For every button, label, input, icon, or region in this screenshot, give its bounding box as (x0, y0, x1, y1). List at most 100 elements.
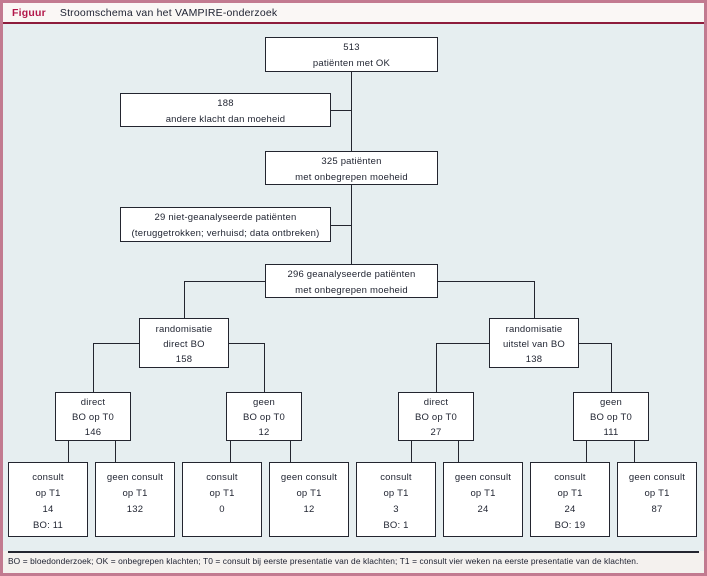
flow-node-randomisation-uitstel-bo: randomisatie uitstel van BO 138 (489, 318, 579, 368)
node-line: 111 (603, 427, 619, 438)
node-line: 325 patiënten (321, 156, 382, 167)
figure-title: Stroomschema van het VAMPIRE-onderzoek (59, 6, 278, 19)
node-line: met onbegrepen moeheid (295, 172, 408, 183)
node-line: 296 geanalyseerde patiënten (287, 269, 416, 280)
node-line: 27 (430, 427, 442, 438)
node-line: 188 (217, 98, 234, 109)
connector-line (230, 441, 231, 462)
node-line: 132 (126, 504, 144, 515)
flow-node-consult-t1-24: consult op T1 24 BO: 19 (530, 462, 610, 537)
connector-line (438, 281, 535, 282)
node-line: 87 (651, 504, 663, 515)
node-line: 3 (393, 504, 399, 515)
node-line: BO: 11 (32, 520, 64, 531)
node-line: 14 (42, 504, 54, 515)
node-line: op T1 (209, 488, 235, 499)
figure-footnote: BO = bloedonderzoek; OK = onbegrepen kla… (8, 556, 639, 566)
connector-line (115, 441, 116, 462)
connector-line (351, 72, 352, 151)
connector-line (331, 110, 352, 111)
node-line: op T1 (644, 488, 670, 499)
flow-node-consult-t1-0: consult op T1 0 (182, 462, 262, 537)
connector-line (290, 441, 291, 462)
node-line: BO op T0 (71, 412, 115, 423)
node-line: geen consult (628, 472, 686, 483)
connector-line (264, 343, 265, 392)
node-line: op T1 (122, 488, 148, 499)
connector-line (331, 225, 352, 226)
node-line: 146 (84, 427, 102, 438)
node-line: BO op T0 (589, 412, 633, 423)
flow-node-geen-consult-t1-12: geen consult op T1 12 (269, 462, 349, 537)
flow-node-geen-bo-t0-12: geen BO op T0 12 (226, 392, 302, 441)
node-line: 24 (477, 504, 489, 515)
node-line: op T1 (470, 488, 496, 499)
node-line: patiënten met OK (312, 58, 391, 69)
footnote-divider (8, 551, 699, 553)
node-line: randomisatie (155, 324, 213, 335)
flow-node-geen-consult-t1-132: geen consult op T1 132 (95, 462, 175, 537)
flow-node-other-complaint: 188 andere klacht dan moeheid (120, 93, 331, 127)
connector-line (93, 343, 139, 344)
flow-node-geen-consult-t1-24: geen consult op T1 24 (443, 462, 523, 537)
flow-node-direct-bo-t0-27: direct BO op T0 27 (398, 392, 474, 441)
connector-line (93, 343, 94, 392)
node-line: consult (380, 472, 412, 483)
node-line: geen consult (106, 472, 164, 483)
connector-line (184, 281, 185, 318)
connector-line (579, 343, 612, 344)
node-line: direct BO (163, 339, 205, 350)
node-line: 29 niet-geanalyseerde patiënten (154, 212, 297, 223)
flow-node-direct-bo-t0-146: direct BO op T0 146 (55, 392, 131, 441)
flow-node-consult-t1-3: consult op T1 3 BO: 1 (356, 462, 436, 537)
connector-line (351, 185, 352, 264)
node-line: BO op T0 (414, 412, 458, 423)
node-line: op T1 (557, 488, 583, 499)
flow-node-analysed-296: 296 geanalyseerde patiënten met onbegrep… (265, 264, 438, 298)
connector-line (229, 343, 265, 344)
flow-node-patients-ok: 513 patiënten met OK (265, 37, 438, 72)
node-line: 24 (564, 504, 576, 515)
flowchart-canvas: 513 patiënten met OK 188 andere klacht d… (3, 24, 704, 551)
figure-titlebar: Figuur Stroomschema van het VAMPIRE-onde… (3, 3, 704, 24)
node-line: andere klacht dan moeheid (165, 114, 286, 125)
node-line: BO: 19 (554, 520, 586, 531)
connector-line (184, 281, 265, 282)
connector-line (436, 343, 489, 344)
node-line: BO op T0 (242, 412, 286, 423)
node-line: consult (206, 472, 238, 483)
node-line: BO: 1 (383, 520, 409, 531)
node-line: geen consult (454, 472, 512, 483)
node-line: geen (600, 397, 622, 408)
figure-footnote-bar: BO = bloedonderzoek; OK = onbegrepen kla… (3, 551, 704, 573)
flow-node-geen-bo-t0-111: geen BO op T0 111 (573, 392, 649, 441)
connector-line (634, 441, 635, 462)
node-line: randomisatie (505, 324, 563, 335)
node-line: geen (253, 397, 275, 408)
node-line: 12 (303, 504, 315, 515)
node-line: 138 (525, 354, 543, 365)
connector-line (586, 441, 587, 462)
node-line: uitstel van BO (503, 339, 565, 350)
node-line: op T1 (35, 488, 61, 499)
connector-line (436, 343, 437, 392)
node-line: met onbegrepen moeheid (295, 285, 408, 296)
node-line: direct (80, 397, 106, 408)
connector-line (458, 441, 459, 462)
flow-node-consult-t1-14: consult op T1 14 BO: 11 (8, 462, 88, 537)
flow-node-geen-consult-t1-87: geen consult op T1 87 (617, 462, 697, 537)
node-line: 158 (175, 354, 193, 365)
flow-node-randomisation-direct-bo: randomisatie direct BO 158 (139, 318, 229, 368)
node-line: 0 (219, 504, 225, 515)
node-line: op T1 (296, 488, 322, 499)
flow-node-unexplained-fatigue-325: 325 patiënten met onbegrepen moeheid (265, 151, 438, 185)
flow-node-not-analysed: 29 niet-geanalyseerde patiënten (terugge… (120, 207, 331, 242)
node-line: (teruggetrokken; verhuisd; data ontbreke… (131, 228, 320, 239)
node-line: 513 (343, 42, 360, 53)
figure-label: Figuur (12, 6, 46, 19)
connector-line (411, 441, 412, 462)
connector-line (611, 343, 612, 392)
node-line: consult (554, 472, 586, 483)
node-line: geen consult (280, 472, 338, 483)
